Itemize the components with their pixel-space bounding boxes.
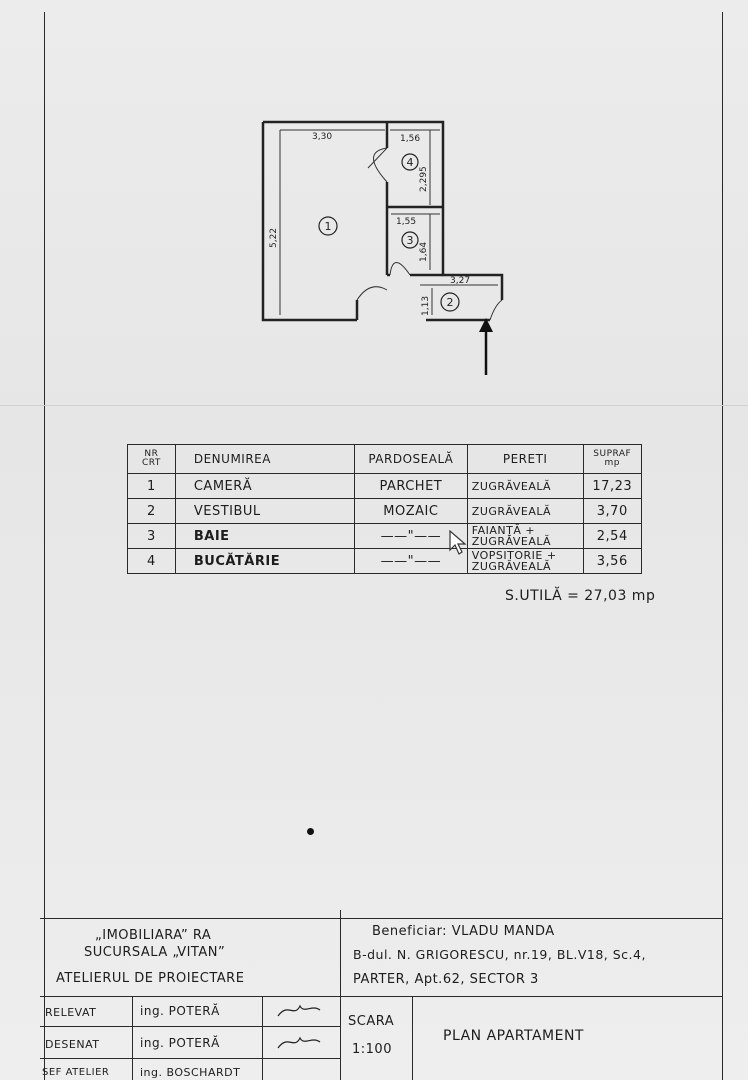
dim-room3-width: 1,55 [396,217,416,227]
room-circle-4 [401,153,419,171]
titleblock-vline-scale [412,996,413,1080]
room-circle-3 [401,231,419,249]
beneficiary-address-2: PARTER, Apt.62, SECTOR 3 [353,972,539,987]
header-name: DENUMIREA [174,444,355,474]
mouse-cursor-icon [449,530,467,555]
titleblock-vline-signature [262,996,263,1080]
dim-room2-height: 1,13 [421,296,431,316]
dim-room1-width: 3,30 [312,132,332,142]
table-row: 1 CAMERĂ PARCHET ZUGRĂVEALĂ 17,23 [127,473,643,499]
label-desenat: DESENAT [45,1038,100,1051]
beneficiary-name: Beneficiar: VLADU MANDA [372,924,555,939]
door-swing-room4 [373,147,388,183]
floor-plan: 1 4 3 2 3,30 1,56 5,22 2,295 1,55 1,64 3… [261,120,504,375]
door-swing-room3 [389,262,411,276]
header-floor: PARDOSEALĂ [353,444,468,474]
company-name: „IMOBILIARA” RA [95,928,212,943]
dim-room4-height: 2,295 [419,166,429,192]
rooms-table: NR CRT DENUMIREA PARDOSEALĂ PERETI SUPRA… [127,444,643,574]
titleblock-top-line [40,918,722,919]
room-number-4: 4 [407,156,414,169]
entry-arrow-icon [479,318,493,375]
name-sef-atelier: ing. BOSCHARDT [140,1066,241,1079]
signature-icons [277,1004,321,1049]
door-swing-entry [489,299,503,321]
dim-room4-width: 1,56 [400,134,420,144]
company-workshop: ATELIERUL DE PROIECTARE [56,971,245,986]
table-row: 4 BUCĂTĂRIE ——"—— VOPSITORIE + ZUGRĂVEAL… [127,548,643,574]
room-number-1: 1 [325,220,332,233]
titleblock-mid-line [40,996,722,997]
label-relevat: RELEVAT [45,1006,97,1019]
header-nr: NR CRT [127,444,176,474]
beneficiary-address: B-dul. N. GRIGORESCU, nr.19, BL.V18, Sc.… [353,947,646,962]
company-branch: SUCURSALA „VITAN” [84,945,226,960]
door-swing-room1 [356,286,388,301]
outer-wall-left-bottom [261,122,357,322]
dim-room1-height: 5,22 [269,228,279,248]
room-number-3: 3 [407,234,414,247]
room-circle-2 [440,292,460,312]
paper-fold [0,405,748,406]
name-relevat: ing. POTERĂ [140,1004,220,1018]
titleblock-row-line-1 [40,1026,340,1027]
door-leaf-room4 [367,147,388,169]
plan-title: PLAN APARTAMENT [443,1028,584,1044]
frame-right-border [722,12,723,1080]
dim-room2-width: 3,27 [450,276,470,286]
ink-dot [307,828,314,835]
titleblock-vline-main [340,910,341,1080]
header-walls: PERETI [466,444,584,474]
frame-left-border [44,12,45,1080]
dim-room3-height: 1,64 [419,242,429,262]
table-header-row: NR CRT DENUMIREA PARDOSEALĂ PERETI SUPRA… [127,444,643,474]
total-useful-area: S.UTILĂ = 27,03 mp [505,588,656,604]
room-number-2: 2 [447,296,454,309]
room-circle-1 [318,216,338,236]
name-desenat: ing. POTERĂ [140,1036,220,1050]
table-row: 3 BAIE ——"—— FAIANȚĂ + ZUGRĂVEALĂ 2,54 [127,523,643,549]
titleblock-row-line-2 [40,1058,340,1059]
label-sef-atelier: SEF ATELIER [42,1067,110,1078]
signature-desenat-icon [277,1036,321,1049]
scale-label: SCARA [348,1014,395,1029]
scale-value: 1:100 [352,1042,392,1057]
table-row: 2 VESTIBUL MOZAIC ZUGRĂVEALĂ 3,70 [127,498,643,524]
header-area: SUPRAF mp [582,444,643,474]
titleblock-vline-label [132,996,133,1080]
signature-relevat-icon [277,1004,321,1017]
